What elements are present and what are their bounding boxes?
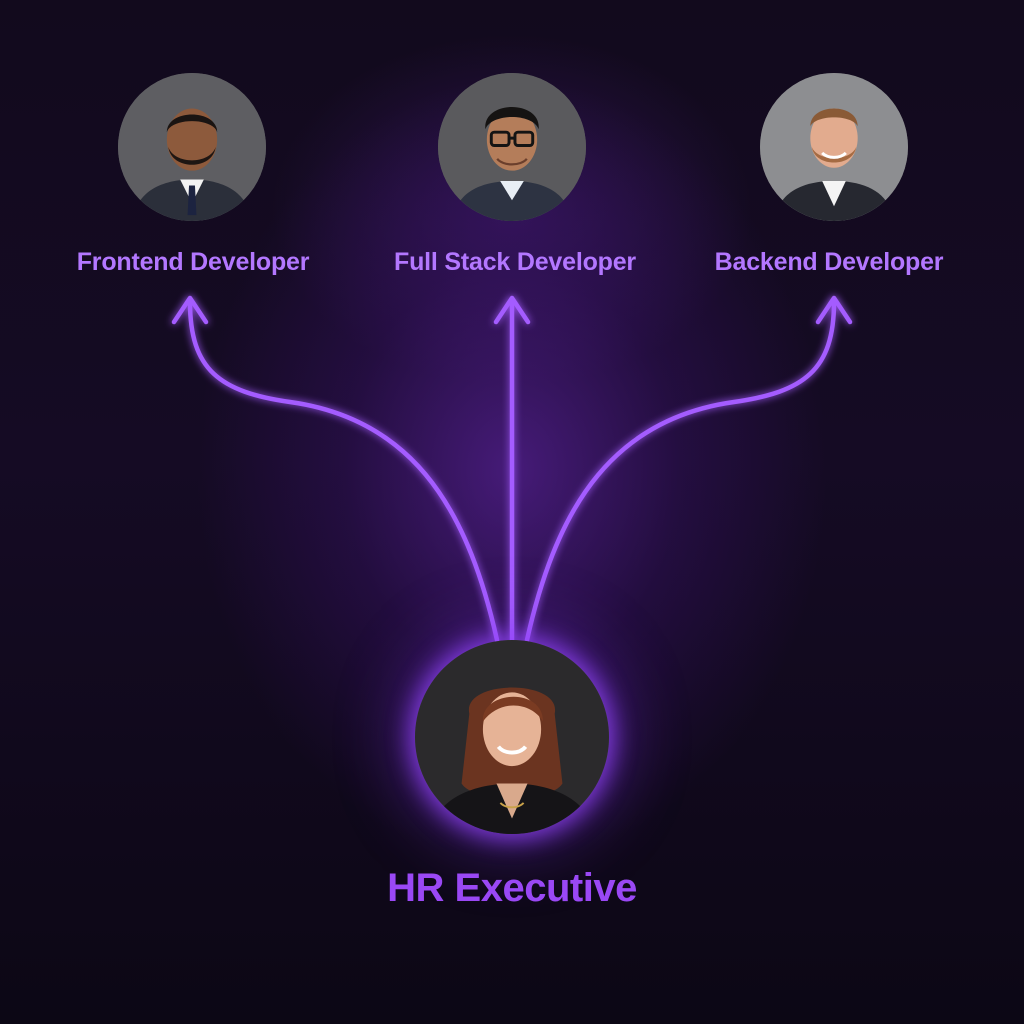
fullstack-developer-label: Full Stack Developer xyxy=(394,248,636,276)
arrow-to-frontend xyxy=(187,299,500,643)
person-avatar-icon xyxy=(118,73,266,221)
arrowhead-frontend xyxy=(171,295,209,325)
fullstack-developer-avatar xyxy=(438,73,586,221)
frontend-developer-avatar xyxy=(118,73,266,221)
backend-developer-avatar xyxy=(760,73,908,221)
person-avatar-icon xyxy=(760,73,908,221)
arrowhead-backend xyxy=(815,295,853,325)
person-avatar-icon xyxy=(438,73,586,221)
arrowhead-fullstack xyxy=(493,295,531,325)
arrow-to-backend xyxy=(524,299,837,643)
frontend-developer-label: Frontend Developer xyxy=(76,248,310,276)
person-avatar-icon xyxy=(415,640,609,834)
hr-executive-label: HR Executive xyxy=(387,866,637,910)
hr-executive-avatar xyxy=(415,640,609,834)
backend-developer-label: Backend Developer xyxy=(714,248,944,276)
